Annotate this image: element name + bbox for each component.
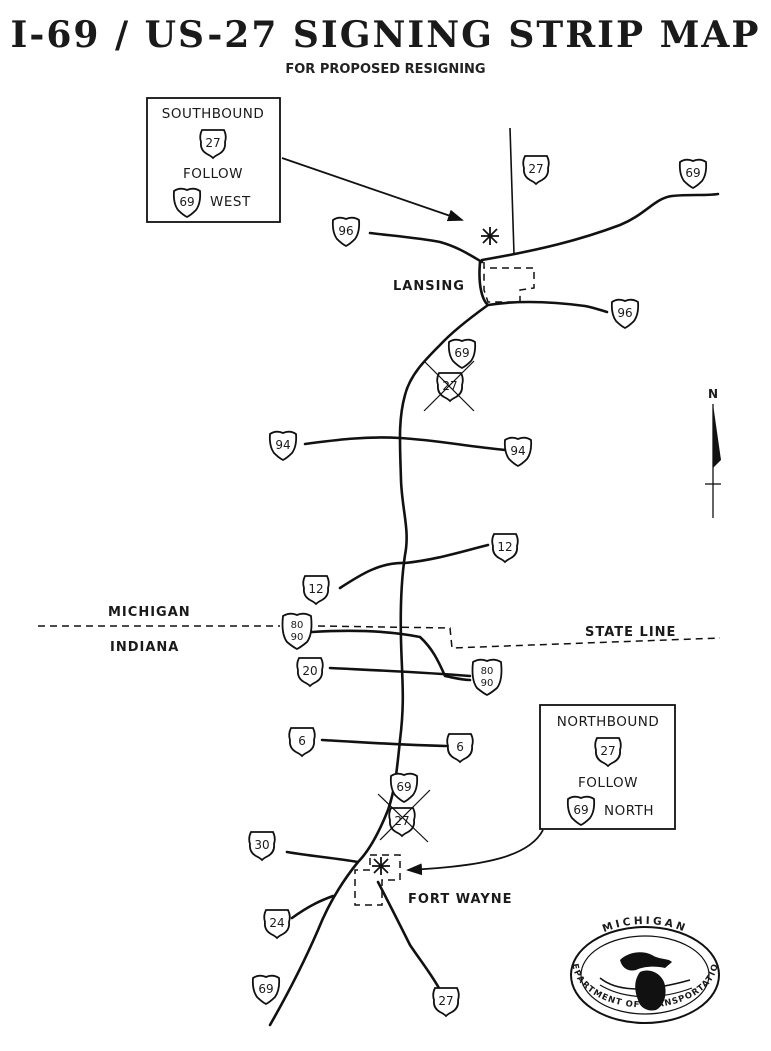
- us24-road: [290, 894, 335, 920]
- state-label-indiana: INDIANA: [110, 640, 179, 655]
- svg-text:80: 80: [291, 620, 304, 631]
- svg-text:69: 69: [179, 195, 194, 209]
- northbound-callout-box: NORTHBOUND 27 FOLLOW 69 NORTH: [539, 704, 676, 830]
- svg-text:24: 24: [269, 916, 284, 930]
- i96-east-shield-icon: 96: [610, 298, 640, 329]
- northbound-follow-label: FOLLOW: [578, 775, 638, 791]
- lansing-city-outline: [483, 262, 535, 303]
- svg-text:69: 69: [454, 346, 469, 360]
- svg-text:96: 96: [338, 224, 353, 238]
- svg-text:94: 94: [275, 438, 290, 452]
- svg-text:N: N: [708, 387, 718, 401]
- i69-northeast-road: [480, 192, 720, 262]
- i69-lansing-shield-icon: 69: [447, 338, 477, 369]
- lansing-sign-asterisk-icon: [481, 227, 499, 245]
- us6-east-shield-icon: 6: [446, 733, 474, 763]
- svg-text:30: 30: [254, 838, 269, 852]
- us12-east-shield-icon: 12: [491, 533, 519, 563]
- us20-road: [328, 666, 472, 678]
- svg-text:6: 6: [298, 734, 306, 748]
- us27-south-shield-icon: 27: [432, 987, 460, 1017]
- us27-lansing-crossed-shield-icon: 27: [423, 360, 475, 412]
- svg-text:12: 12: [308, 582, 323, 596]
- i69-northeast-shield-icon: 69: [678, 158, 708, 189]
- southbound-direction-label: WEST: [210, 194, 251, 210]
- state-line-boundary: [38, 625, 721, 649]
- i96-east-road: [486, 300, 609, 314]
- svg-text:90: 90: [481, 678, 494, 689]
- i69-south-shield-icon: 69: [251, 974, 281, 1005]
- i80-90-road: [310, 629, 472, 682]
- city-label-fort-wayne: FORT WAYNE: [408, 892, 513, 907]
- mdot-seal-logo: MICHIGAN DEPARTMENT OF TRANSPORTATION: [0, 0, 720, 1024]
- i69-us27-corridor: [268, 260, 490, 1027]
- svg-text:69: 69: [685, 166, 700, 180]
- us27-north-road: [509, 127, 515, 255]
- northbound-i69-shield-icon: 69: [566, 795, 596, 826]
- svg-text:6: 6: [456, 740, 464, 754]
- svg-text:96: 96: [617, 306, 632, 320]
- us24-shield-icon: 24: [263, 909, 291, 939]
- i69-fort-wayne-shield-icon: 69: [389, 772, 419, 803]
- north-arrow-icon: N: [705, 387, 721, 518]
- us20-shield-icon: 20: [296, 657, 324, 687]
- i94-road: [303, 436, 507, 452]
- southbound-us27-shield-icon: 27: [199, 129, 227, 159]
- fort-wayne-sign-asterisk-icon: [372, 857, 390, 875]
- southbound-i69-shield-icon: 69: [172, 187, 202, 218]
- us27-fort-wayne-crossed-shield-icon: 27: [377, 789, 431, 843]
- us30-road: [285, 850, 360, 864]
- map-subtitle: FOR PROPOSED RESIGNING: [285, 62, 486, 77]
- us6-west-shield-icon: 6: [288, 727, 316, 757]
- svg-text:27: 27: [205, 136, 220, 150]
- us27-north-shield-icon: 27: [522, 155, 550, 185]
- northbound-label: NORTHBOUND: [557, 714, 660, 730]
- us27-south-road: [376, 880, 442, 992]
- southbound-label: SOUTHBOUND: [162, 106, 265, 122]
- map-title: I-69 / US-27 SIGNING STRIP MAP: [10, 14, 761, 56]
- northbound-pointer-arrow: [406, 829, 544, 876]
- i96-west-road: [368, 231, 484, 264]
- i80-90-east-shield-icon: 80 90: [471, 658, 503, 697]
- northbound-us27-shield-icon: 27: [594, 737, 622, 767]
- i96-west-shield-icon: 96: [331, 216, 361, 247]
- svg-text:80: 80: [481, 666, 494, 677]
- southbound-follow-label: FOLLOW: [183, 166, 243, 182]
- svg-text:27: 27: [394, 814, 409, 828]
- svg-text:69: 69: [258, 982, 273, 996]
- southbound-callout-box: SOUTHBOUND 27 FOLLOW 69 WEST: [146, 97, 281, 223]
- state-line-label: STATE LINE: [585, 625, 676, 640]
- svg-text:90: 90: [291, 632, 304, 643]
- svg-text:27: 27: [528, 162, 543, 176]
- us6-road: [320, 738, 448, 748]
- svg-text:69: 69: [396, 780, 411, 794]
- us12-west-shield-icon: 12: [302, 575, 330, 605]
- svg-text:27: 27: [600, 744, 615, 758]
- northbound-direction-label: NORTH: [604, 803, 654, 819]
- svg-text:94: 94: [510, 444, 525, 458]
- svg-text:12: 12: [497, 540, 512, 554]
- svg-text:69: 69: [573, 803, 588, 817]
- svg-text:20: 20: [302, 664, 317, 678]
- us30-shield-icon: 30: [248, 831, 276, 861]
- us12-road: [338, 543, 490, 590]
- i94-east-shield-icon: 94: [503, 436, 533, 467]
- svg-text:27: 27: [438, 994, 453, 1008]
- southbound-pointer-arrow: [281, 157, 464, 222]
- i80-90-west-shield-icon: 80 90: [281, 612, 313, 651]
- state-label-michigan: MICHIGAN: [108, 605, 191, 620]
- city-label-lansing: LANSING: [393, 279, 465, 294]
- fort-wayne-city-outline: [354, 854, 401, 906]
- i94-west-shield-icon: 94: [268, 430, 298, 461]
